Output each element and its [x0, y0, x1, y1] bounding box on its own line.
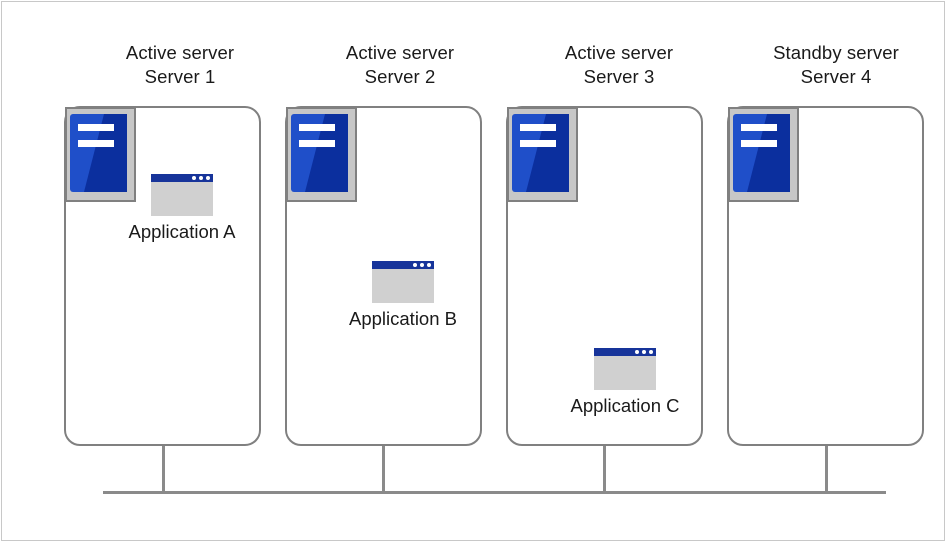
server-4-box [727, 106, 924, 446]
server-4-badge [728, 107, 799, 202]
server-4-title: Standby server Server 4 [726, 41, 946, 89]
server-3-role: Active server [564, 42, 674, 63]
server-1-badge [65, 107, 136, 202]
server-1-name: Server 1 [144, 66, 216, 87]
server-1-title: Active server Server 1 [70, 41, 290, 89]
server-4-name: Server 4 [800, 66, 872, 87]
network-link-server-3 [603, 445, 606, 493]
server-2-name: Server 2 [364, 66, 436, 87]
server-icon [291, 114, 348, 192]
network-link-server-4 [825, 445, 828, 493]
application-window-icon [372, 261, 434, 303]
application-a-label: Application A [128, 221, 236, 242]
server-1-box: Application A [64, 106, 261, 446]
application-window-icon [151, 174, 213, 216]
server-4-role: Standby server [773, 42, 899, 63]
server-2-title: Active server Server 2 [290, 41, 510, 89]
server-3-badge [507, 107, 578, 202]
application-b-label: Application B [349, 308, 457, 329]
network-link-server-1 [162, 445, 165, 493]
server-icon [512, 114, 569, 192]
server-2-badge [286, 107, 357, 202]
server-icon [70, 114, 127, 192]
application-a: Application A [117, 174, 247, 244]
network-bus-line [103, 491, 886, 494]
application-c-label: Application C [570, 395, 680, 416]
server-3-name: Server 3 [583, 66, 655, 87]
server-3-title: Active server Server 3 [509, 41, 729, 89]
server-3-box: Application C [506, 106, 703, 446]
server-2-role: Active server [345, 42, 455, 63]
application-window-icon [594, 348, 656, 390]
application-c: Application C [560, 348, 690, 418]
server-1-role: Active server [125, 42, 235, 63]
network-link-server-2 [382, 445, 385, 493]
server-icon [733, 114, 790, 192]
application-b: Application B [338, 261, 468, 331]
server-2-box: Application B [285, 106, 482, 446]
